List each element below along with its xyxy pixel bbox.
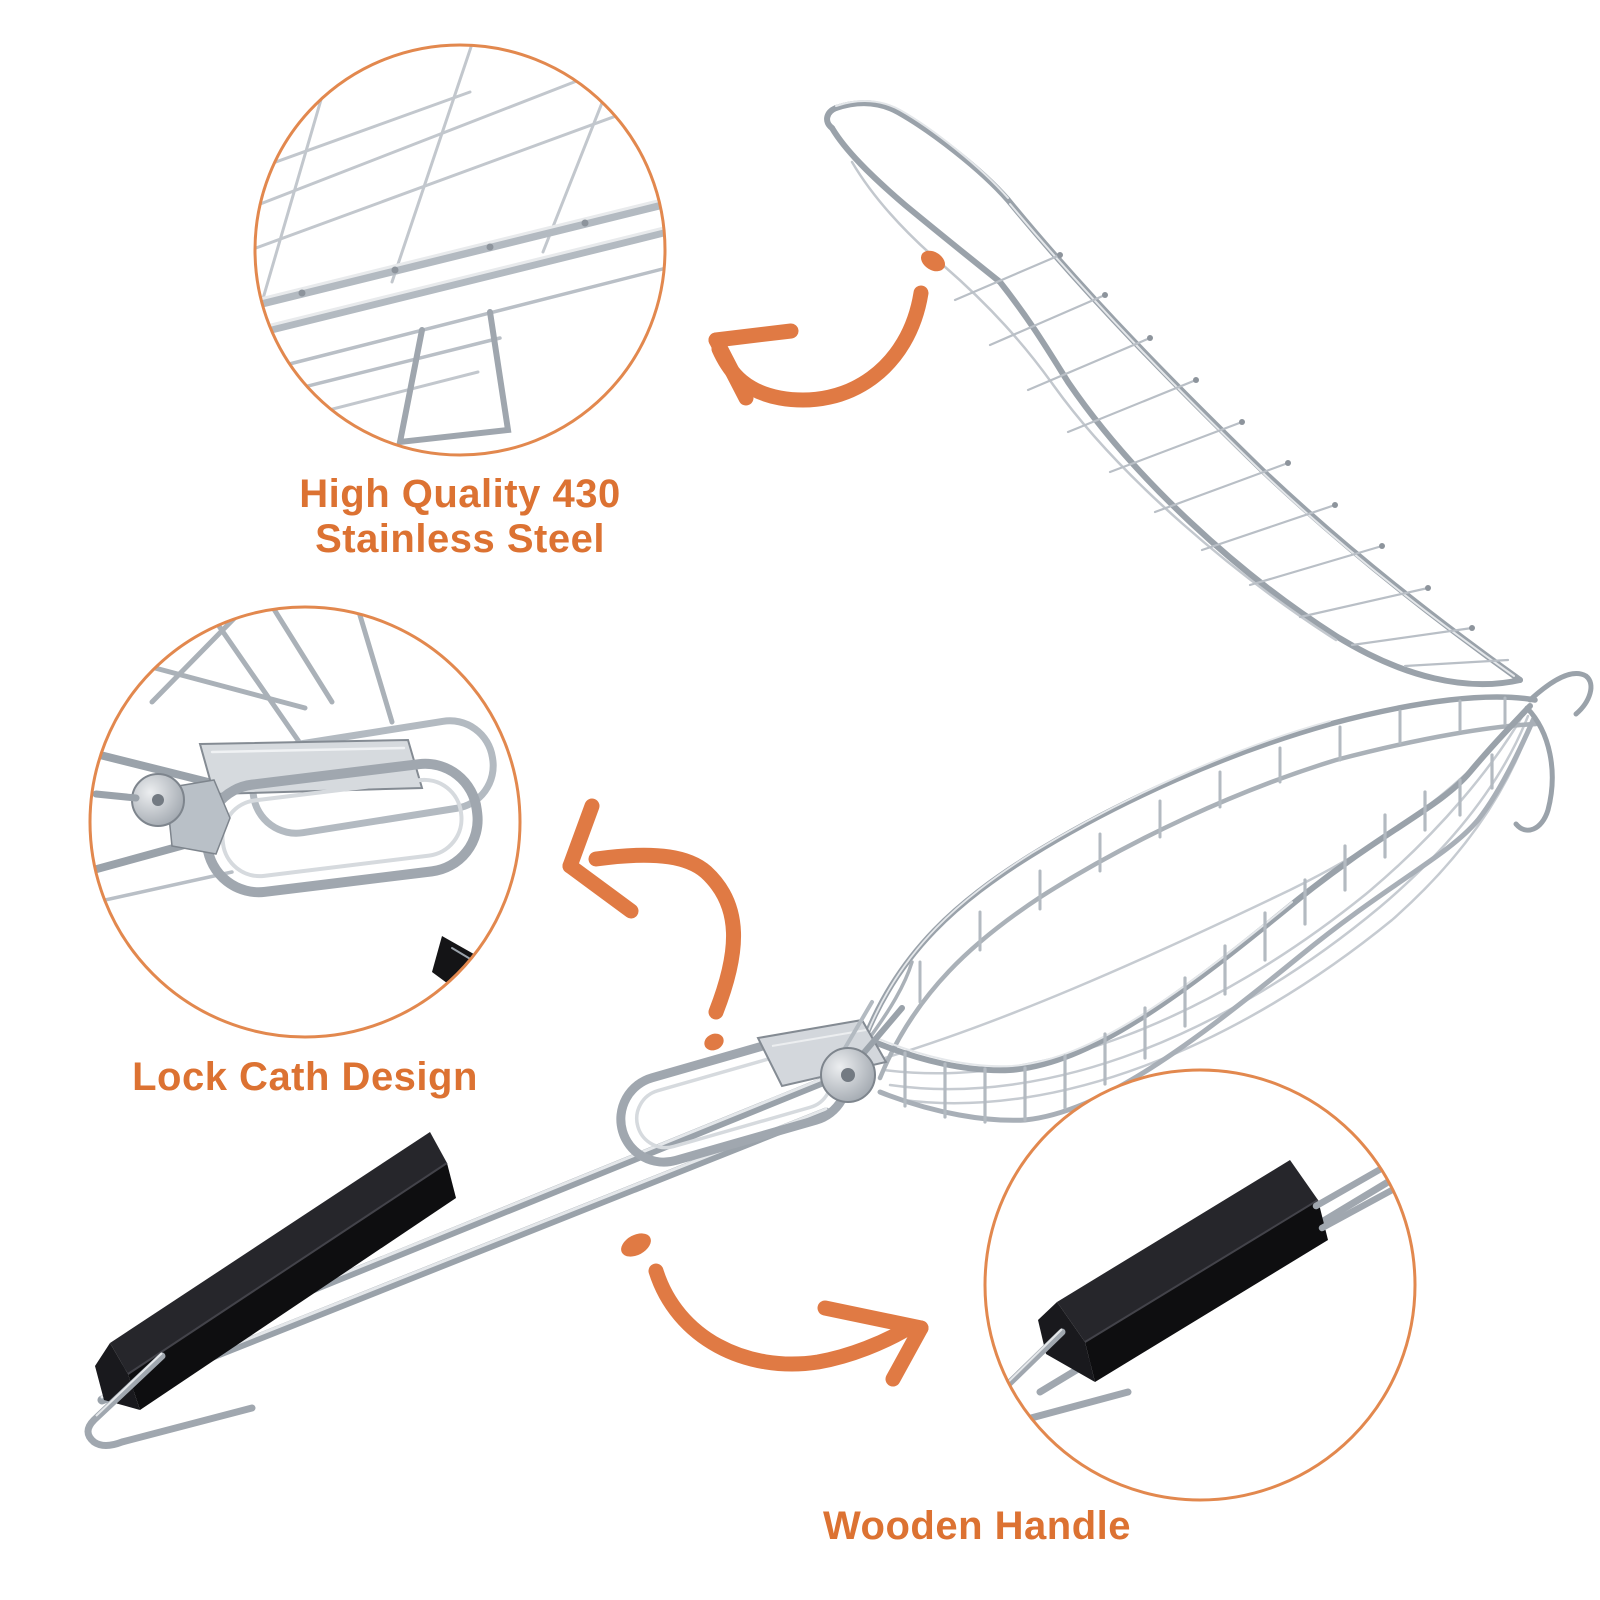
lock-catch-swivel xyxy=(616,1000,905,1167)
lock-label: Lock Cath Design xyxy=(132,1055,478,1099)
steel-label-line2: Stainless Steel xyxy=(315,517,605,561)
handle-detail-circle xyxy=(983,1068,1417,1502)
basket-lid-wireframe xyxy=(824,100,1523,688)
annotation-arrows xyxy=(562,250,946,1387)
curved-arrow-right-icon xyxy=(621,1233,929,1387)
handle-label: Wooden Handle xyxy=(823,1504,1131,1548)
lid-rib-wires xyxy=(953,253,1510,668)
curved-arrow-left-icon xyxy=(562,798,742,1051)
basket-body-wireframe xyxy=(862,671,1594,1124)
near-rim-rungs xyxy=(903,753,1494,1124)
lid-rib-joints xyxy=(1057,252,1475,631)
steel-label: High Quality 430 Stainless Steel xyxy=(160,472,760,562)
wooden-handle-assembly xyxy=(84,1132,456,1449)
steel-label-line1: High Quality 430 xyxy=(299,472,621,516)
handle-hang-loop xyxy=(84,1352,256,1449)
curved-arrow-up-left-icon xyxy=(708,250,946,408)
steel-detail-circle xyxy=(253,43,667,457)
lock-detail-circle xyxy=(88,605,522,1039)
wooden-handle-zoom xyxy=(986,1138,1414,1428)
far-rim-rungs xyxy=(918,696,1507,1004)
